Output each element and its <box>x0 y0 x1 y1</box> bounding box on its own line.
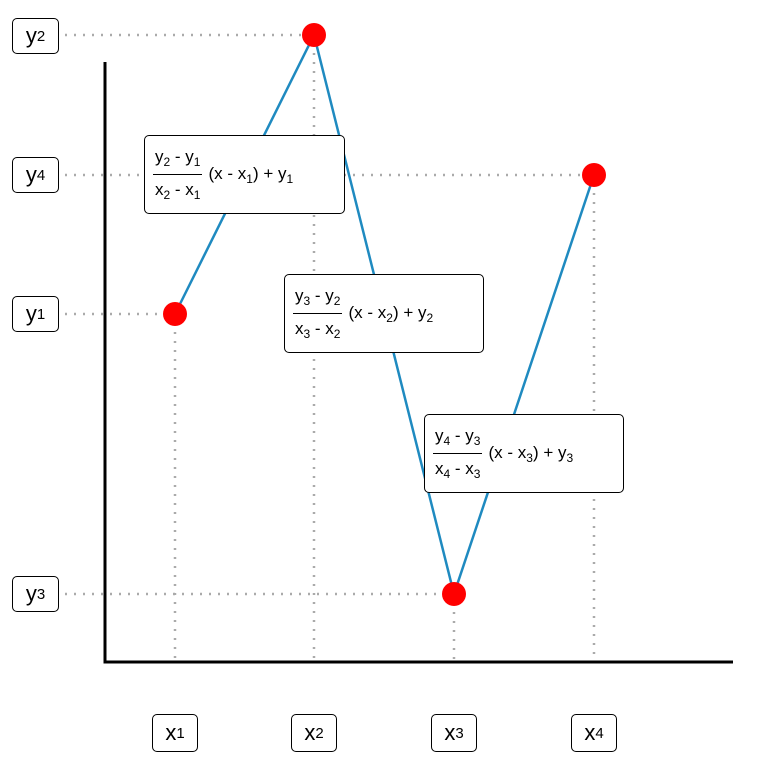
equation-segment-3: y4 - y3 x4 - x3 (x - x3) + y3 <box>424 414 624 493</box>
fraction-bar <box>293 313 343 314</box>
equation-offset: (x - x1) + y1 <box>208 163 294 186</box>
point-2 <box>302 23 326 47</box>
equation-offset: (x - x3) + y3 <box>488 442 574 465</box>
slope-numerator: y2 - y1 <box>155 147 201 169</box>
slope-numerator: y3 - y2 <box>295 286 341 308</box>
equation-offset: (x - x2) + y2 <box>348 302 434 325</box>
slope-denominator: x4 - x3 <box>435 459 481 481</box>
point-1 <box>163 302 187 326</box>
equation-segment-1: y2 - y1 x2 - x1 (x - x1) + y1 <box>144 135 345 214</box>
slope-fraction: y2 - y1 x2 - x1 <box>153 145 203 204</box>
fraction-bar <box>153 174 203 175</box>
point-4 <box>582 163 606 187</box>
point-3 <box>442 582 466 606</box>
slope-denominator: x3 - x2 <box>295 319 341 341</box>
slope-fraction: y3 - y2 x3 - x2 <box>293 284 343 343</box>
fraction-bar <box>433 453 483 454</box>
slope-fraction: y4 - y3 x4 - x3 <box>433 424 483 483</box>
slope-denominator: x2 - x1 <box>155 180 201 202</box>
equation-segment-2: y3 - y2 x3 - x2 (x - x2) + y2 <box>284 274 484 353</box>
slope-numerator: y4 - y3 <box>435 426 481 448</box>
